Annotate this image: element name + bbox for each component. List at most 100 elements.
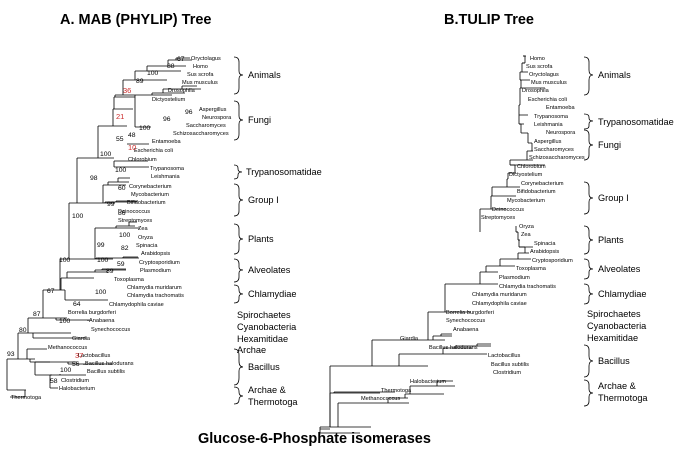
bootstrap-value: 100 [100, 151, 112, 158]
leaf-a: Methanococcus [48, 345, 87, 351]
bootstrap-value: 93 [7, 351, 15, 358]
leaf-a: Plasmodium [140, 268, 171, 274]
leaf-b: Thermotoga [381, 388, 412, 394]
bootstrap-value: 100 [115, 167, 127, 174]
leaf-b: Lactobacillus [488, 353, 521, 359]
leaf-a: Neurospora [202, 115, 232, 121]
leaf-b: Chlamydophila caviae [472, 301, 527, 307]
bootstrap-value: 89 [136, 78, 144, 85]
group-label: Cyanobacteria [237, 322, 297, 332]
group-label: Group I [598, 193, 629, 203]
leaf-a: Homo [193, 64, 208, 70]
leaf-b: Streptomyces [481, 215, 515, 221]
group-label: Plants [248, 234, 274, 244]
leaf-b: Chlamydia trachomatis [499, 284, 556, 290]
leaf-a: Giardia [72, 336, 91, 342]
bootstrap-value: 10 [128, 143, 136, 152]
group-label: Bacillus [598, 356, 630, 366]
tree-b-brackets [583, 56, 594, 407]
leaf-b: Cryptosporidium [532, 258, 573, 264]
bootstrap-value: 100 [119, 232, 131, 239]
leaf-b: Clostridium [493, 370, 521, 376]
group-label: Plants [598, 235, 624, 245]
leaf-a: Mus musculus [182, 80, 218, 86]
title-a: A. MAB (PHYLIP) Tree [60, 12, 211, 28]
leaf-a: Bifidobacterium [127, 200, 166, 206]
leaf-a: Entamoeba [152, 139, 181, 145]
leaf-a: Toxoplasma [114, 277, 145, 283]
leaf-b: Homo [530, 56, 545, 62]
leaf-b: Bifidobacterium [517, 189, 556, 195]
leaf-a: Cryptosporidium [139, 260, 180, 266]
bootstrap-value: 82 [121, 245, 129, 252]
leaf-a: Bacillus halodurans [85, 361, 134, 367]
tree-a-brackets [233, 56, 244, 405]
bootstrap-value: 88 [167, 63, 175, 70]
leaf-b: Saccharomyces [534, 147, 574, 153]
leaf-b: Spinacia [534, 241, 556, 247]
leaf-a: Chlorobium [128, 157, 157, 163]
bootstrap-value: 100 [95, 289, 107, 296]
bootstrap-value: 98 [90, 175, 98, 182]
group-label: Hexamitidae [237, 334, 288, 344]
bootstrap-value: 86 [118, 210, 126, 217]
tree-b-group-labels: Animals Trypanosomatidae Fungi Group I P… [587, 70, 674, 403]
leaf-a: Halobacterium [59, 386, 95, 392]
leaf-a: Oryctolagus [191, 56, 221, 62]
leaf-b: Drosophila [522, 88, 550, 94]
tree-a-branches [6, 57, 201, 398]
leaf-a: Zea [138, 226, 149, 232]
tree-b-branches [319, 55, 545, 434]
tree-a: Oryctolagus Homo Sus scrofa Mus musculus… [6, 56, 322, 407]
leaf-a: Dictyostelium [152, 97, 186, 103]
bootstrap-value: 58 [50, 378, 58, 385]
leaf-a: Deinococcus [118, 209, 150, 215]
leaf-a: Bacillus subtilis [87, 369, 125, 375]
leaf-a: Mycobacterium [131, 192, 169, 198]
group-label: Alveolates [598, 264, 641, 274]
group-label: Hexamitidae [587, 333, 638, 343]
group-label: Spirochaetes [587, 309, 641, 319]
leaf-b: Bacillus halodurans [429, 345, 478, 351]
group-label: Archae & [248, 385, 286, 395]
leaf-b: Leishmania [534, 122, 563, 128]
bootstrap-value: 21 [116, 112, 124, 121]
leaf-a: Oryza [138, 235, 154, 241]
leaf-a: Thermotoga [11, 395, 42, 401]
leaf-b: Chlamydia muridarum [472, 292, 527, 298]
leaf-a: Chlamydophila caviae [109, 302, 164, 308]
leaf-a: Trypanosoma [150, 166, 185, 172]
leaf-a: Spinacia [136, 243, 158, 249]
leaf-a: Chlamydia muridarum [127, 285, 182, 291]
leaf-b: Synechococcus [446, 318, 485, 324]
leaf-b: Anabaena [453, 327, 479, 333]
group-label: Trypanosomatidae [246, 167, 322, 177]
leaf-b: Zea [521, 232, 532, 238]
leaf-b: Deinococcus [492, 207, 524, 213]
leaf-b: Halobacterium [410, 379, 446, 385]
leaf-b: Trypanosoma [534, 114, 569, 120]
leaf-b: Methanococcus [361, 396, 400, 402]
leaf-b: Chlorobium [517, 164, 546, 170]
bootstrap-value: 100 [97, 257, 109, 264]
bootstrap-value: 36 [123, 86, 131, 95]
group-label: Chlamydiae [248, 289, 297, 299]
leaf-b: Bacillus subtilis [491, 362, 529, 368]
leaf-b: Mycobacterium [507, 198, 545, 204]
bootstrap-value: 100 [139, 125, 151, 132]
group-label: Cyanobacteria [587, 321, 647, 331]
bootstrap-value: 100 [147, 70, 159, 77]
group-label: Alveolates [248, 265, 291, 275]
leaf-b: Plasmodium [499, 275, 530, 281]
bootstrap-value: 37 [75, 351, 83, 360]
leaf-a: Lactobacillus [78, 353, 111, 359]
group-label: Group I [248, 195, 279, 205]
bootstrap-value: 87 [33, 311, 41, 318]
leaf-a: Escherichia coli [134, 148, 173, 154]
leaf-b: Oryctolagus [529, 72, 559, 78]
leaf-a: Synechococcus [91, 327, 130, 333]
bootstrap-value: 99 [97, 242, 105, 249]
leaf-a: Saccharomyces [186, 123, 226, 129]
group-label: Animals [598, 70, 631, 80]
